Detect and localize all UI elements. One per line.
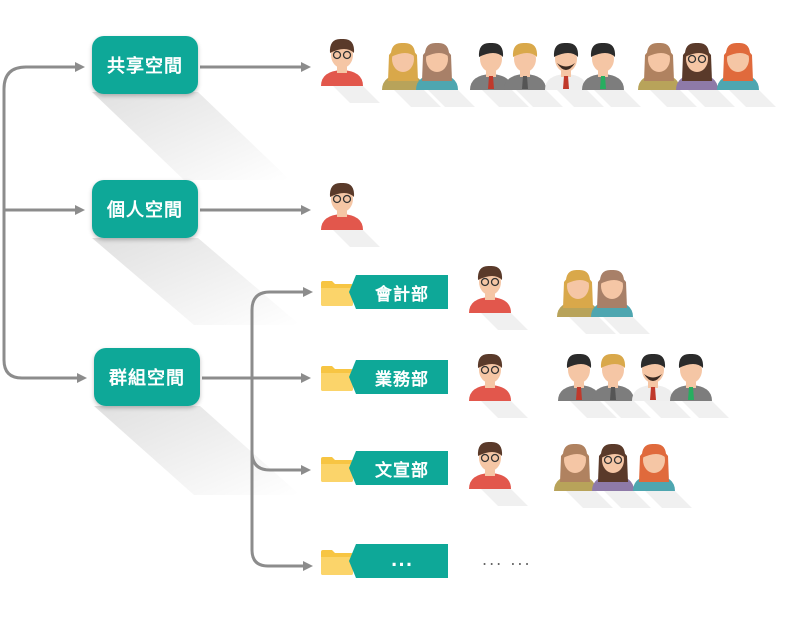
arrow-to-pr (250, 451, 311, 475)
group-tree-trunk (250, 290, 308, 568)
shadow-shared (92, 92, 290, 180)
person-icon (632, 353, 691, 418)
person-icon (321, 182, 380, 247)
person-icon (470, 42, 529, 107)
person-icon (717, 42, 776, 107)
person-icon (638, 42, 697, 107)
space-shared[interactable]: 共享空間 (92, 36, 198, 94)
shadow-group (94, 406, 300, 495)
person-icon (416, 42, 475, 107)
person-icon (582, 42, 641, 107)
person-icon (592, 443, 651, 508)
folder-icon[interactable] (320, 455, 354, 483)
person-icon (676, 42, 735, 107)
person-icon (670, 353, 729, 418)
folder-icon[interactable] (320, 279, 354, 307)
person-icon (321, 38, 380, 103)
person-icon (504, 42, 563, 107)
folder-icon[interactable] (320, 364, 354, 392)
person-icon (469, 353, 528, 418)
dept-more[interactable]: ... (349, 544, 448, 578)
person-icon (554, 443, 613, 508)
person-icon (591, 269, 650, 334)
person-icon (382, 42, 441, 107)
dept-business[interactable]: 業務部 (349, 360, 448, 394)
shadow-personal (92, 238, 300, 325)
person-icon (545, 42, 604, 107)
dept-accounting[interactable]: 會計部 (349, 275, 448, 309)
dept-pr[interactable]: 文宣部 (349, 451, 448, 485)
person-icon (469, 265, 528, 330)
folder-icon[interactable] (320, 548, 354, 576)
more-members-ellipsis: ... ... (482, 550, 532, 569)
person-icon (592, 353, 651, 418)
space-group[interactable]: 群組空間 (94, 348, 200, 406)
person-icon (558, 353, 617, 418)
person-icon (469, 441, 528, 506)
left-connector (2, 65, 27, 380)
person-icon (557, 269, 616, 334)
person-icon (633, 443, 692, 508)
space-personal[interactable]: 個人空間 (92, 180, 198, 238)
